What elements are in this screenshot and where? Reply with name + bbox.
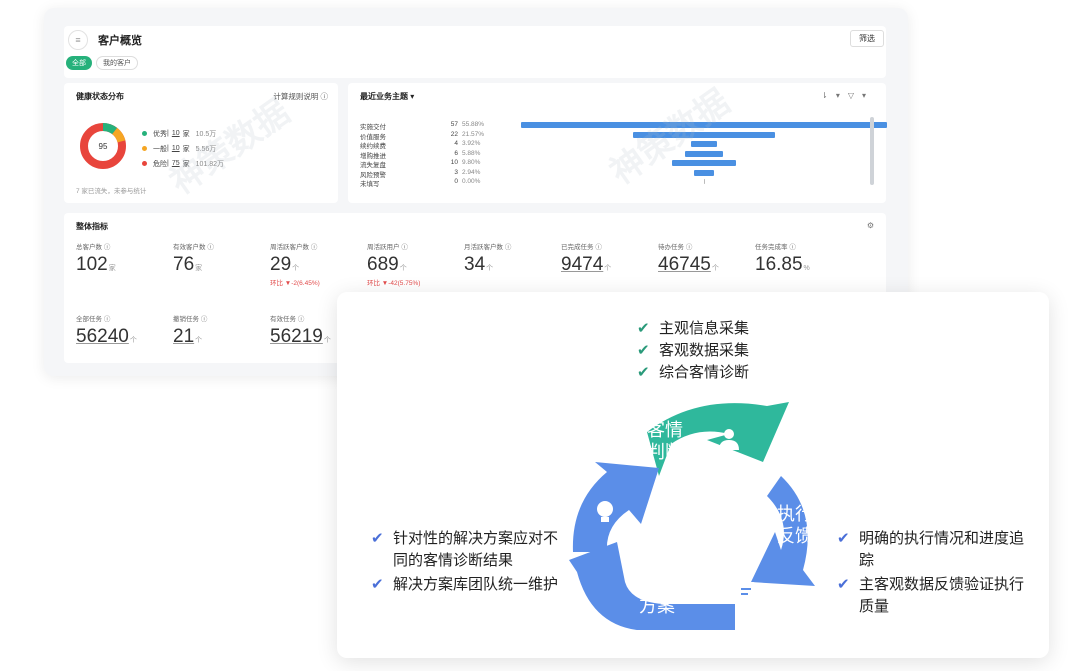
check-icon: ✔ bbox=[637, 320, 650, 337]
stage-solution-label-1: 解决 bbox=[639, 574, 675, 594]
user-icon bbox=[719, 429, 739, 450]
check-icon: ✔ bbox=[371, 530, 384, 547]
info-icon: ⓘ bbox=[103, 244, 111, 251]
info-icon: ⓘ bbox=[200, 316, 208, 323]
churn-note: 7 家已流失，未参与统计 bbox=[76, 188, 147, 195]
info-icon: ⓘ bbox=[297, 316, 305, 323]
theme-toolbar: ⇂▾▽▾ bbox=[821, 91, 874, 100]
donut-good-segment bbox=[80, 123, 126, 169]
top-checklist: ✔主观信息采集 ✔客观数据采集 ✔综合客情诊断 bbox=[637, 318, 749, 384]
funnel-bar[interactable] bbox=[521, 122, 887, 128]
health-title: 健康状态分布 bbox=[76, 92, 124, 101]
gear-icon[interactable]: ⚙ bbox=[866, 221, 874, 230]
stage-solution-label-2: 方案 bbox=[639, 596, 675, 616]
stage-diagnosis-label-2: 判断 bbox=[647, 442, 683, 462]
theme-title[interactable]: 最近业务主题 ▾ bbox=[360, 92, 415, 101]
filter-icon[interactable]: ▽▾ bbox=[847, 91, 874, 100]
check-item: ✔针对性的解决方案应对不同的客情诊断结果 bbox=[371, 530, 559, 569]
funnel-bar[interactable] bbox=[684, 150, 724, 157]
page-title: 客户概览 bbox=[98, 35, 142, 47]
right-checklist: ✔明确的执行情况和进度追踪 ✔主客观数据反馈验证执行质量 bbox=[837, 528, 1027, 618]
check-item: ✔解决方案库团队统一维护 bbox=[371, 574, 571, 596]
stage-feedback-arrow bbox=[751, 476, 815, 586]
cycle-card: ✔主观信息采集 ✔客观数据采集 ✔综合客情诊断 ✔针对性的解决方案应对不同的客情… bbox=[337, 292, 1049, 658]
stage-diagnosis-label-1: 客情 bbox=[647, 420, 683, 440]
info-icon: ⓘ bbox=[504, 244, 512, 251]
donut-normal-segment bbox=[80, 123, 126, 169]
funnel-bar[interactable] bbox=[671, 160, 737, 166]
stage-solution-arrow bbox=[569, 542, 735, 630]
check-icon: ✔ bbox=[371, 576, 384, 593]
funnel-bar[interactable] bbox=[633, 131, 775, 138]
health-donut-chart: 95 bbox=[80, 123, 126, 169]
check-icon: ✔ bbox=[637, 364, 650, 381]
tab-my-customers[interactable]: 我的客户 bbox=[96, 56, 138, 70]
funnel-bar[interactable] bbox=[694, 169, 714, 176]
check-icon: ✔ bbox=[837, 576, 850, 593]
check-item: ✔主客观数据反馈验证执行质量 bbox=[837, 576, 1025, 615]
dashboard-header: ≡ 客户概览 筛选 全部 我的客户 bbox=[64, 26, 886, 78]
info-icon: ⓘ bbox=[207, 244, 214, 251]
tab-all[interactable]: 全部 bbox=[66, 56, 92, 70]
menu-icon[interactable]: ≡ bbox=[68, 30, 88, 50]
check-icon: ✔ bbox=[837, 530, 850, 547]
info-icon: ⓘ bbox=[310, 244, 318, 251]
stage-feedback-label-1: 执行 bbox=[777, 504, 813, 524]
stage-diagnosis-arrow bbox=[647, 402, 789, 476]
check-icon: ✔ bbox=[637, 342, 650, 359]
filter-button[interactable]: 筛选 bbox=[850, 30, 884, 47]
funnel-bar[interactable] bbox=[703, 179, 705, 184]
donut-center-value: 95 bbox=[99, 142, 108, 151]
stage-feedback-label-2: 反馈 bbox=[777, 526, 813, 546]
info-icon: ⓘ bbox=[401, 244, 408, 251]
left-checklist: ✔针对性的解决方案应对不同的客情诊断结果 ✔解决方案库团队统一维护 bbox=[371, 528, 571, 596]
stage-solution-head bbox=[572, 462, 659, 552]
info-icon: ⓘ bbox=[685, 244, 693, 251]
theme-scrollbar[interactable] bbox=[870, 117, 874, 185]
check-item: ✔客观数据采集 bbox=[637, 340, 749, 362]
cycle-diagram: 客情 判断 执行 反馈 解决 方案 bbox=[569, 402, 815, 630]
info-icon: ⓘ bbox=[789, 244, 796, 251]
info-icon: ⓘ bbox=[320, 92, 329, 101]
check-item: ✔综合客情诊断 bbox=[637, 362, 749, 384]
edit-document-icon bbox=[737, 582, 755, 604]
check-item: ✔主观信息采集 bbox=[637, 318, 749, 340]
check-item: ✔明确的执行情况和进度追踪 bbox=[837, 530, 1025, 569]
info-icon: ⓘ bbox=[103, 316, 111, 323]
calc-rule-link[interactable]: 计算规则说明 ⓘ bbox=[273, 92, 329, 101]
info-icon: ⓘ bbox=[595, 244, 602, 251]
lightbulb-icon bbox=[597, 501, 613, 522]
funnel-bar[interactable] bbox=[691, 141, 717, 147]
sort-icon[interactable]: ⇂▾ bbox=[821, 91, 848, 100]
metrics-title: 整体指标 bbox=[76, 222, 108, 231]
